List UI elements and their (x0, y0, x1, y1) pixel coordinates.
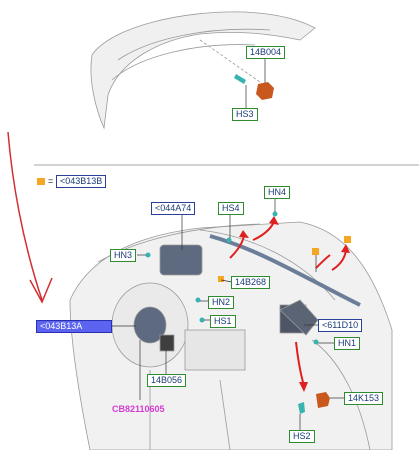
label-14b268[interactable]: 14B268 (231, 276, 271, 289)
label-hn3[interactable]: HN3 (110, 249, 137, 262)
clip-hn3 (145, 252, 151, 258)
clip-hs3 (234, 74, 246, 84)
label-hn4[interactable]: HN4 (264, 186, 291, 199)
clip-hn2 (195, 297, 201, 303)
label-hs2[interactable]: HS2 (289, 430, 315, 443)
label-hs1[interactable]: HS1 (210, 315, 236, 328)
label-hs4[interactable]: HS4 (218, 202, 244, 215)
leader-lines (110, 197, 344, 430)
clip-hs1 (199, 317, 205, 323)
label-14b004[interactable]: 14B004 (246, 46, 286, 59)
hand-drawn-arrow (7, 131, 43, 301)
clip-hn1 (313, 339, 319, 345)
front-bumper-drawing (90, 11, 316, 130)
label-hs3[interactable]: HS3 (232, 108, 258, 121)
sensor-14b004-part (256, 82, 274, 100)
legend-swatch (37, 178, 45, 185)
red-arrows (229, 221, 347, 387)
label-611d10[interactable]: <611D10 (318, 319, 363, 332)
label-043b13a-highlighted[interactable]: <043B13A (36, 320, 112, 333)
dashboard-drawing (69, 221, 393, 450)
label-044a74[interactable]: <044A74 (151, 202, 196, 215)
label-hn2[interactable]: HN2 (208, 296, 235, 309)
label-14k153[interactable]: 14K153 (344, 392, 384, 405)
clip-hs4 (226, 237, 232, 243)
label-cb82110605[interactable]: CB82110605 (112, 404, 165, 414)
clip-hn4 (272, 211, 278, 217)
sensor-14k153-part (316, 392, 330, 408)
connector-right-2 (344, 236, 351, 243)
clip-hs2 (298, 402, 305, 414)
legend-code-043b13b[interactable]: <043B13B (56, 175, 107, 188)
legend-equals: = (48, 176, 54, 186)
connector-14b268 (218, 276, 224, 282)
connector-right-1 (312, 248, 319, 255)
label-hn1[interactable]: HN1 (334, 337, 361, 350)
label-14b056[interactable]: 14B056 (147, 374, 187, 387)
